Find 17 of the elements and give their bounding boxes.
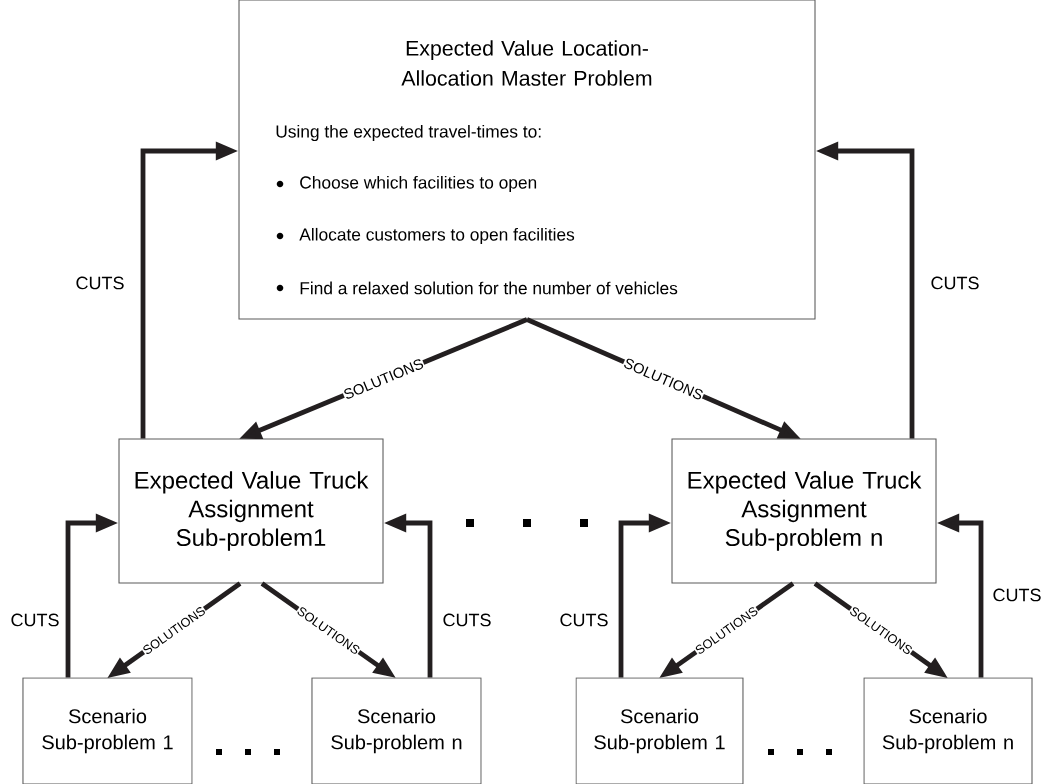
scenario-box: Scenario Sub-problem n bbox=[863, 677, 1033, 784]
edge-label: CUTS bbox=[441, 612, 493, 628]
subproblem-box: Expected Value Truck Assignment Sub-problem1 bbox=[118, 438, 384, 584]
edge-label: CUTS bbox=[74, 275, 126, 291]
edge-label: CUTS bbox=[558, 612, 610, 628]
edge-label: CUTS bbox=[929, 275, 981, 291]
scenario-box: Scenario Sub-problem 1 bbox=[22, 677, 193, 784]
edge-label: CUTS bbox=[9, 612, 61, 628]
subproblem-box: Expected Value Truck Assignment Sub-problem n bbox=[671, 438, 937, 584]
scenario-box: Scenario Sub-problem n bbox=[311, 677, 482, 784]
box-text: Using the expected travel-times to: bbox=[276, 124, 541, 142]
bullet-item: Choose which facilities to open bbox=[276, 175, 537, 193]
edge-label: CUTS bbox=[991, 587, 1043, 603]
bullet-item: Allocate customers to open facilities bbox=[276, 227, 575, 245]
bullet-item: Find a relaxed solution for the number of vehicles bbox=[276, 281, 678, 295]
box-title: Expected Value Location-Allocation Master Problem bbox=[401, 40, 652, 86]
scenario-box: Scenario Sub-problem 1 bbox=[575, 677, 744, 784]
